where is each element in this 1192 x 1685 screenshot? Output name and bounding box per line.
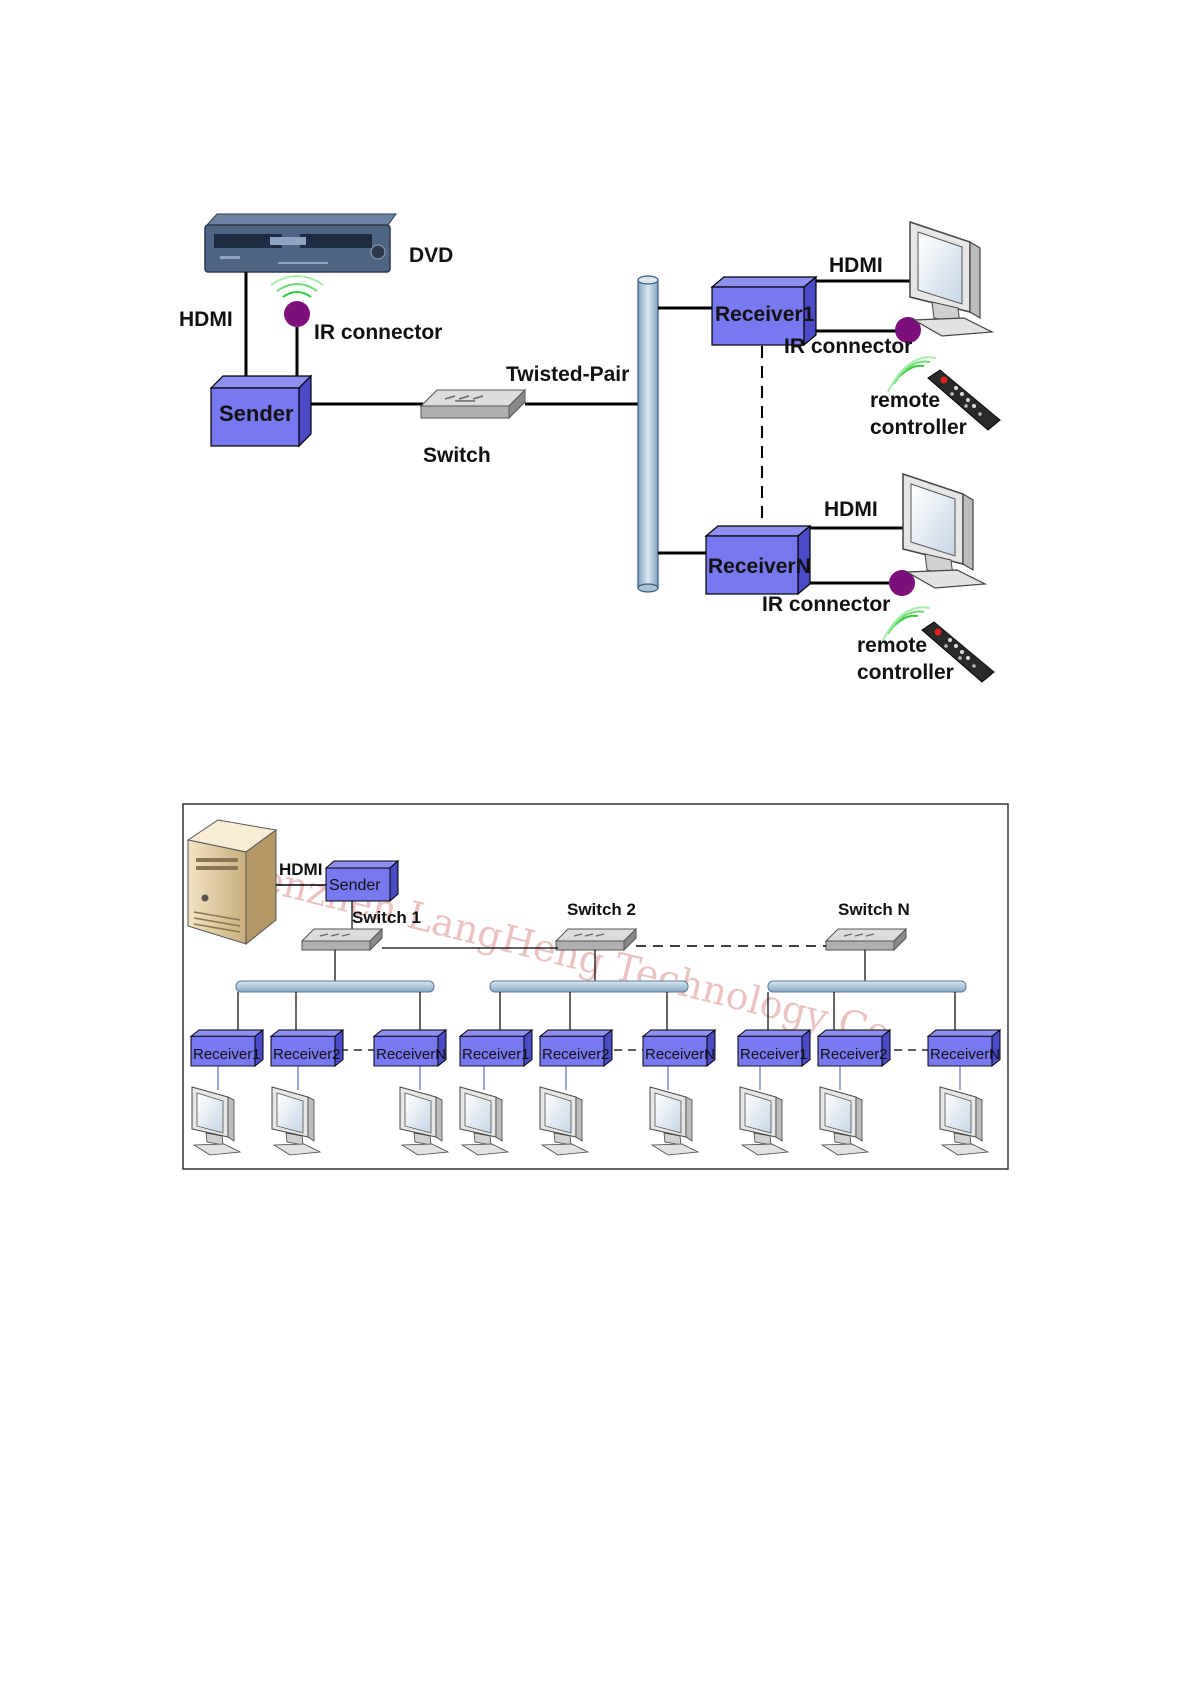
- receiver1-label: Receiver1: [715, 303, 815, 326]
- hdmi-r1-label: HDMI: [829, 254, 883, 277]
- pc-tower-icon: [186, 819, 278, 946]
- receiver-group-3: Receiver1 Receiver2 ReceiverN: [737, 992, 1001, 1156]
- switch2-label: Switch 2: [567, 900, 636, 919]
- receiver-label: ReceiverN: [645, 1046, 715, 1063]
- ir-connector-label: IR connector: [314, 321, 442, 344]
- ir-signal-icon: [270, 275, 324, 298]
- receiver-label: Receiver2: [542, 1046, 610, 1063]
- remote-signal-r1-icon: [887, 356, 937, 393]
- switch1-icon: [301, 928, 383, 951]
- receiverN-label: ReceiverN: [708, 555, 811, 578]
- remote-rn-label-2: controller: [857, 661, 954, 684]
- monitor-r1-icon: [909, 221, 993, 337]
- receiver-label: Receiver2: [820, 1046, 888, 1063]
- monitor-rn-icon: [902, 473, 986, 589]
- switch-icon: [420, 389, 526, 419]
- remote-r1-label-2: controller: [870, 416, 967, 439]
- ir-connector-r1-icon: [895, 317, 921, 343]
- receiver-label: ReceiverN: [930, 1046, 1000, 1063]
- ir-connector-icon: [284, 301, 310, 327]
- receiver-group-2: Receiver1 Receiver2 ReceiverN: [459, 992, 716, 1156]
- switch1-label: Switch 1: [352, 908, 421, 927]
- receiver-label: ReceiverN: [376, 1046, 446, 1063]
- twisted-pair-label: Twisted-Pair: [506, 363, 629, 386]
- receiver-group-1: Receiver1 Receiver2 ReceiverN: [190, 992, 449, 1156]
- receiver-label: Receiver1: [193, 1046, 261, 1063]
- switch-label: Switch: [423, 444, 491, 467]
- dvd-player-icon: [204, 213, 397, 273]
- ir-connector-rn-label: IR connector: [762, 593, 890, 616]
- sender-label: Sender: [219, 401, 294, 426]
- dvd-label: DVD: [409, 244, 453, 267]
- remote-r1-label-1: remote: [870, 389, 940, 412]
- backbone-pole: [637, 275, 659, 593]
- bus-bar-1: [235, 950, 435, 993]
- switchN-label: Switch N: [838, 900, 910, 919]
- bottom-hdmi-label: HDMI: [279, 860, 322, 879]
- receiver-label: Receiver2: [273, 1046, 341, 1063]
- switchN-icon: [825, 928, 907, 951]
- receiver-label: Receiver1: [462, 1046, 530, 1063]
- top-diagram: DVD HDMI IR connector Sender Switch Twis…: [179, 213, 1005, 684]
- hdmi-label: HDMI: [179, 308, 233, 331]
- bus-bar-2: [489, 950, 689, 993]
- switch2-icon: [555, 928, 637, 951]
- ir-connector-rn-icon: [889, 570, 915, 596]
- ir-connector-r1-label: IR connector: [784, 335, 912, 358]
- bottom-sender-label: Sender: [329, 877, 381, 894]
- remote-rn-label-1: remote: [857, 634, 927, 657]
- bottom-diagram: Shenzhen LangHeng Technology Co HDMI Sen…: [182, 803, 1009, 1170]
- bus-bar-3: [767, 950, 967, 993]
- hdmi-rn-label: HDMI: [824, 498, 878, 521]
- receiver-label: Receiver1: [740, 1046, 808, 1063]
